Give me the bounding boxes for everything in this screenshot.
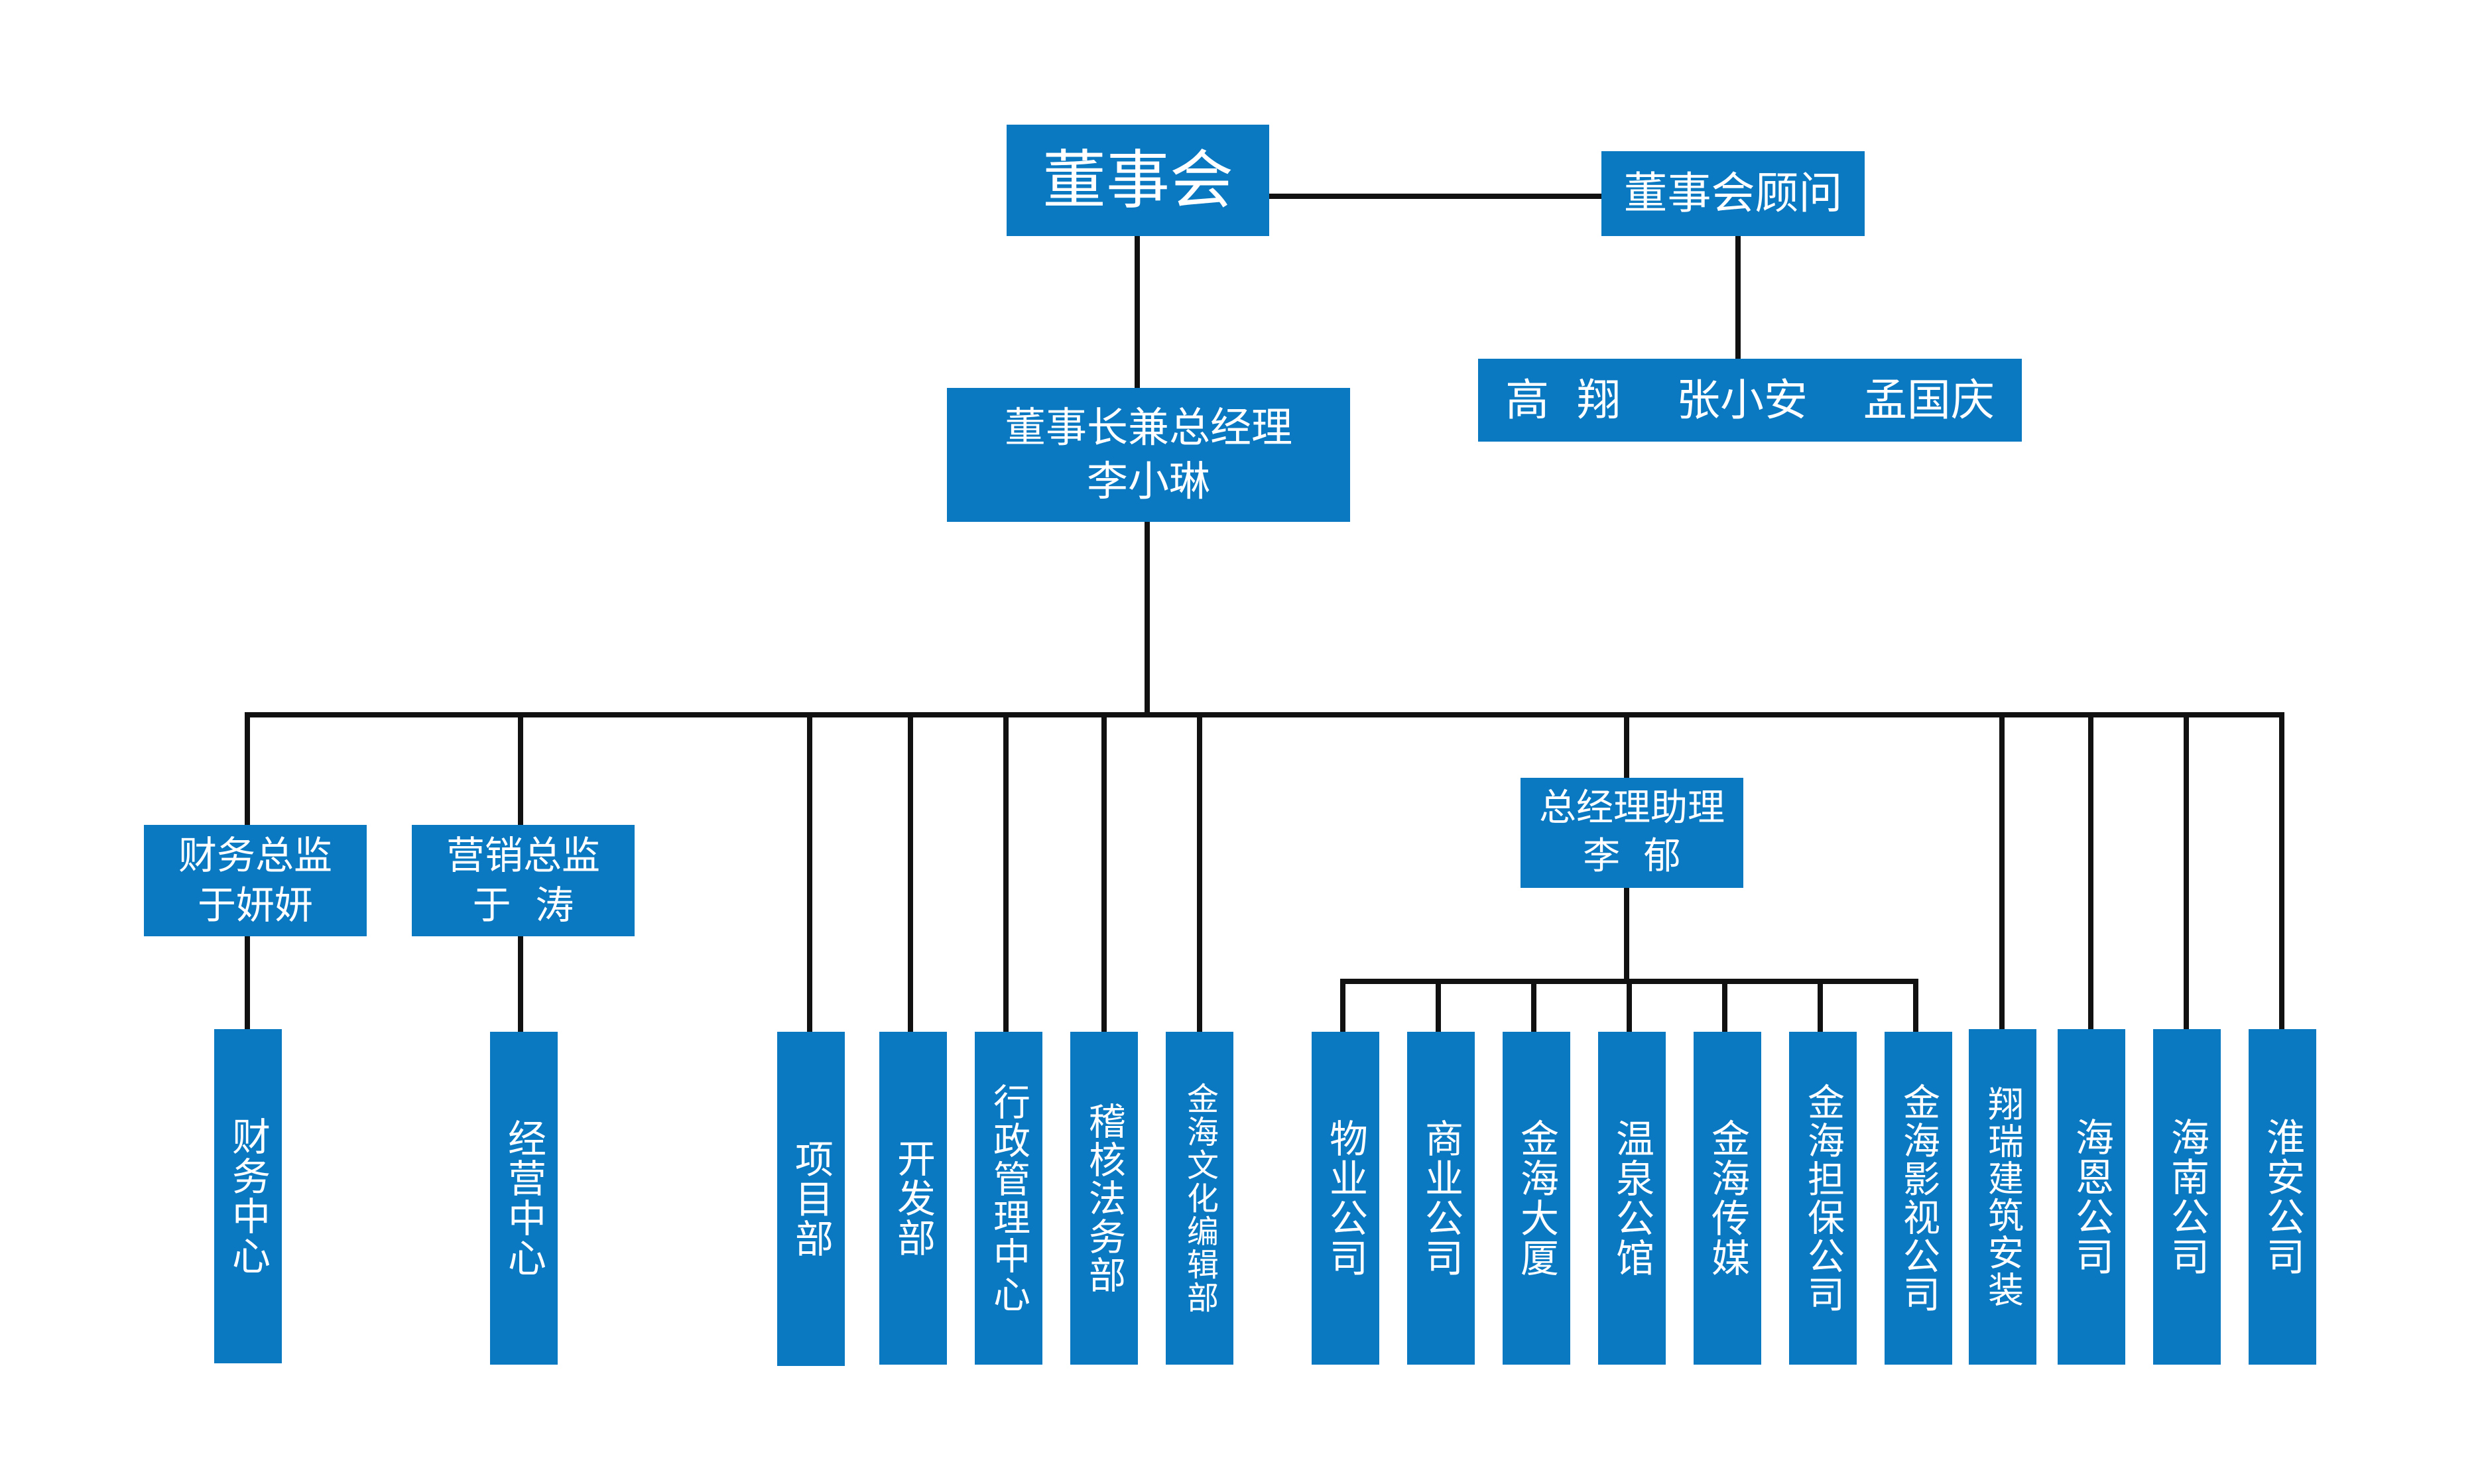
dept-jinhai-guarantee: 金海担保公司 xyxy=(1789,1032,1857,1365)
dept-jinhai-media-label: 金海传媒 xyxy=(1705,1119,1750,1278)
connector-cfo-finance xyxy=(245,935,250,1032)
chairman-name: 李小琳 xyxy=(1086,457,1210,505)
drop-project xyxy=(807,712,812,1032)
dept-finance-center: 财务中心 xyxy=(214,1029,282,1363)
dept-culture-editorial-label: 金海文化编辑部 xyxy=(1181,1082,1218,1314)
dept-development: 开发部 xyxy=(879,1032,947,1365)
drop-cfo xyxy=(245,712,250,825)
cfo-box: 财务总监 于妍妍 xyxy=(144,825,367,936)
dept-property-label: 物业公司 xyxy=(1323,1119,1368,1278)
dept-sales-center-label: 经营中心 xyxy=(501,1119,546,1278)
assistant-name: 李 郁 xyxy=(1583,835,1681,878)
dept-xiangrui-label: 翔瑞建筑安装 xyxy=(1981,1085,2024,1308)
dept-hot-spring-label: 温泉公馆 xyxy=(1609,1119,1654,1278)
dept-audit-legal: 稽核法务部 xyxy=(1070,1032,1138,1365)
cfo-name: 于妍妍 xyxy=(197,883,313,928)
board-box: 董事会 xyxy=(1007,125,1269,236)
drop-cmo xyxy=(518,712,523,825)
drop-xiangrui xyxy=(1999,712,2005,1032)
dept-development-label: 开发部 xyxy=(891,1139,936,1258)
drop-hotspring xyxy=(1627,979,1632,1032)
advisor-members-box: 高 翔 张小安 孟国庆 xyxy=(1478,359,2022,442)
board-label: 董事会 xyxy=(1042,143,1233,217)
dept-haien: 海恩公司 xyxy=(2058,1029,2125,1365)
drop-building xyxy=(1531,979,1536,1032)
dept-hot-spring: 温泉公馆 xyxy=(1598,1032,1666,1365)
connector-board-advisor xyxy=(1263,194,1608,199)
advisor-members: 高 翔 张小安 孟国庆 xyxy=(1505,374,1995,426)
assistant-title: 总经理助理 xyxy=(1539,786,1725,830)
dept-admin-label: 行政管理中心 xyxy=(987,1083,1030,1314)
dept-commercial: 商业公司 xyxy=(1407,1032,1475,1365)
drop-admin xyxy=(1003,712,1009,1032)
assistant-box: 总经理助理 李 郁 xyxy=(1521,778,1743,888)
dept-haien-label: 海恩公司 xyxy=(2069,1117,2114,1276)
chairman-title: 董事长兼总经理 xyxy=(1004,403,1292,452)
drop-haien xyxy=(2088,712,2093,1032)
dept-audit-legal-label: 稽核法务部 xyxy=(1082,1102,1126,1294)
connector-assistant-trunk xyxy=(1624,887,1629,981)
cmo-title: 营销总监 xyxy=(446,832,600,878)
dept-jinhai-media: 金海传媒 xyxy=(1694,1032,1761,1365)
dept-jinhai-building-label: 金海大厦 xyxy=(1514,1119,1559,1278)
dept-jinhai-guarantee-label: 金海担保公司 xyxy=(1801,1083,1845,1314)
drop-audit xyxy=(1101,712,1107,1032)
dept-hainan: 海南公司 xyxy=(2153,1029,2221,1365)
drop-media xyxy=(1722,979,1727,1032)
dept-culture-editorial: 金海文化编辑部 xyxy=(1166,1032,1233,1365)
dept-xiangrui: 翔瑞建筑安装 xyxy=(1969,1029,2036,1365)
dept-finance-center-label: 财务中心 xyxy=(225,1117,271,1276)
cmo-box: 营销总监 于 涛 xyxy=(412,825,635,936)
dept-hainan-label: 海南公司 xyxy=(2164,1117,2209,1276)
dept-project: 项目部 xyxy=(777,1032,845,1366)
dept-jinhai-film-label: 金海影视公司 xyxy=(1896,1083,1940,1314)
drop-property xyxy=(1340,979,1345,1032)
dept-property: 物业公司 xyxy=(1312,1032,1379,1365)
main-horizontal-bus xyxy=(245,712,2284,717)
cfo-title: 财务总监 xyxy=(178,832,332,878)
connector-chairman-trunk xyxy=(1145,521,1150,715)
dept-huaian: 淮安公司 xyxy=(2249,1029,2316,1365)
drop-guarantee xyxy=(1818,979,1823,1032)
dept-jinhai-film: 金海影视公司 xyxy=(1885,1032,1952,1365)
cmo-name: 于 涛 xyxy=(472,883,574,928)
dept-jinhai-building: 金海大厦 xyxy=(1503,1032,1570,1365)
drop-huaian xyxy=(2279,712,2284,1032)
drop-film xyxy=(1913,979,1918,1032)
advisor-label: 董事会顾问 xyxy=(1623,168,1843,219)
dept-huaian-label: 淮安公司 xyxy=(2260,1117,2305,1276)
drop-hainan xyxy=(2184,712,2189,1032)
drop-commercial xyxy=(1436,979,1441,1032)
dept-commercial-label: 商业公司 xyxy=(1418,1119,1463,1278)
dept-admin: 行政管理中心 xyxy=(975,1032,1042,1365)
connector-advisor-members xyxy=(1735,235,1741,361)
connector-cmo-sales xyxy=(518,935,523,1032)
drop-culture xyxy=(1197,712,1202,1032)
connector-board-chairman xyxy=(1135,235,1140,388)
drop-development xyxy=(908,712,913,1032)
drop-assistant xyxy=(1624,712,1629,780)
dept-project-label: 项目部 xyxy=(788,1139,834,1259)
chairman-box: 董事长兼总经理 李小琳 xyxy=(947,388,1350,522)
advisor-box: 董事会顾问 xyxy=(1601,151,1865,236)
dept-sales-center: 经营中心 xyxy=(490,1032,558,1365)
